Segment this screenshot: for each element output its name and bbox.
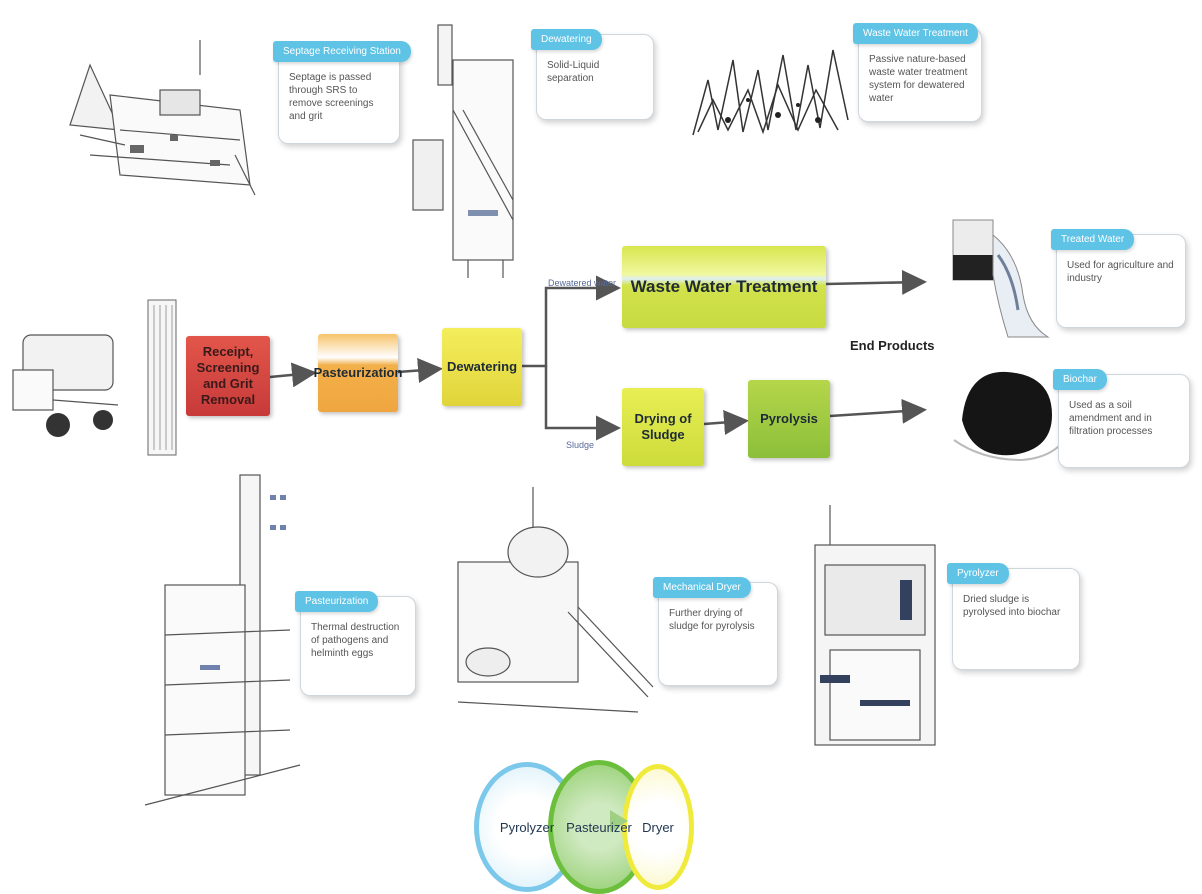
card-description: Passive nature-based waste water treatme… [869,54,968,104]
pyrolysis-label: Pyrolysis [760,411,818,426]
card-title: Waste Water Treatment [853,23,978,44]
biochar-pile-illustration [953,371,1061,462]
treated-water-card: Treated Water Used for agriculture and i… [1051,229,1186,328]
pasteurizer-circle-label: Pasteurizer [566,819,632,835]
drying-of-sludge-label: Drying of Sludge [634,411,692,442]
drying-of-sludge-box: Drying of Sludge [622,388,704,466]
sludge-label: Sludge [566,440,595,450]
card-description: Used for agriculture and industry [1067,260,1174,284]
card-title: Treated Water [1051,229,1135,250]
card-description: Used as a soil amendment and in filtrati… [1069,400,1153,437]
card-description: Solid-Liquid separation [547,60,600,84]
receipt-screening-label: Receipt, Screening and Grit Removal [196,344,260,407]
dewatering-machine-illustration [412,24,514,278]
end-products-label: End Products [850,338,935,353]
card-title: Mechanical Dryer [653,577,751,598]
dewatering-card: Dewatering Solid-Liquid separation [531,29,654,120]
mechanical-dryer-card: Mechanical Dryer Further drying of sludg… [653,577,778,686]
arrow-pyrolysis-to-biochar [829,398,927,424]
dewatering-box: Dewatering [442,328,522,406]
card-title: Pyrolyzer [947,563,1009,584]
dryer-circle: Dryer [622,764,694,890]
septage-receiving-card: Septage Receiving Station Septage is pas… [273,41,411,144]
arrow-sludge-branch [544,366,621,441]
wastewater-card: Waste Water Treatment Passive nature-bas… [853,23,982,122]
wastewater-plants-illustration [692,49,849,136]
treated-water-pipe-illustration [952,219,1050,338]
arrow-receipt-to-pasteurization [269,362,317,388]
mechanical-dryer-illustration [457,487,654,713]
pasteurization-plant-illustration [144,474,301,806]
card-title: Dewatering [531,29,602,50]
pasteurization-card: Pasteurization Thermal destruction of pa… [295,591,416,696]
biochar-card: Biochar Used as a soil amendment and in … [1053,369,1190,468]
pasteurization-label: Pasteurization [313,365,403,380]
card-title: Pasteurization [295,591,379,612]
septage-station-illustration [69,40,256,196]
arrow-drying-to-pyrolysis [703,410,749,435]
dewatering-label: Dewatering [446,359,518,374]
dewatered-water-label: Dewatered water [548,278,617,288]
card-description: Thermal destruction of pathogens and hel… [311,622,400,659]
card-title: Biochar [1053,369,1107,390]
pyrolyzer-card: Pyrolyzer Dried sludge is pyrolysed into… [947,563,1080,670]
screen-rack-illustration [147,299,177,456]
receipt-screening-box: Receipt, Screening and Grit Removal [186,336,270,416]
arrow-dewatering-branch [522,275,621,368]
chevron-right-icon [610,810,628,832]
card-description: Septage is passed through SRS to remove … [289,72,374,122]
waste-water-treatment-box: Waste Water Treatment [622,246,826,328]
pyrolysis-box: Pyrolysis [748,380,830,458]
pyrolyzer-machine-illustration [814,505,936,746]
card-title: Septage Receiving Station [273,41,411,62]
truck-illustration [12,334,119,437]
dryer-circle-label: Dryer [642,819,674,835]
arrow-wwt-to-treated-water [825,269,927,295]
card-description: Further drying of sludge for pyrolysis [669,608,755,632]
card-description: Dried sludge is pyrolysed into biochar [963,594,1061,618]
pyrolyzer-circle-label: Pyrolyzer [499,819,555,835]
pasteurization-box: Pasteurization [314,334,402,412]
arrow-pasteurization-to-dewatering [397,358,443,383]
waste-water-treatment-label: Waste Water Treatment [630,277,818,296]
